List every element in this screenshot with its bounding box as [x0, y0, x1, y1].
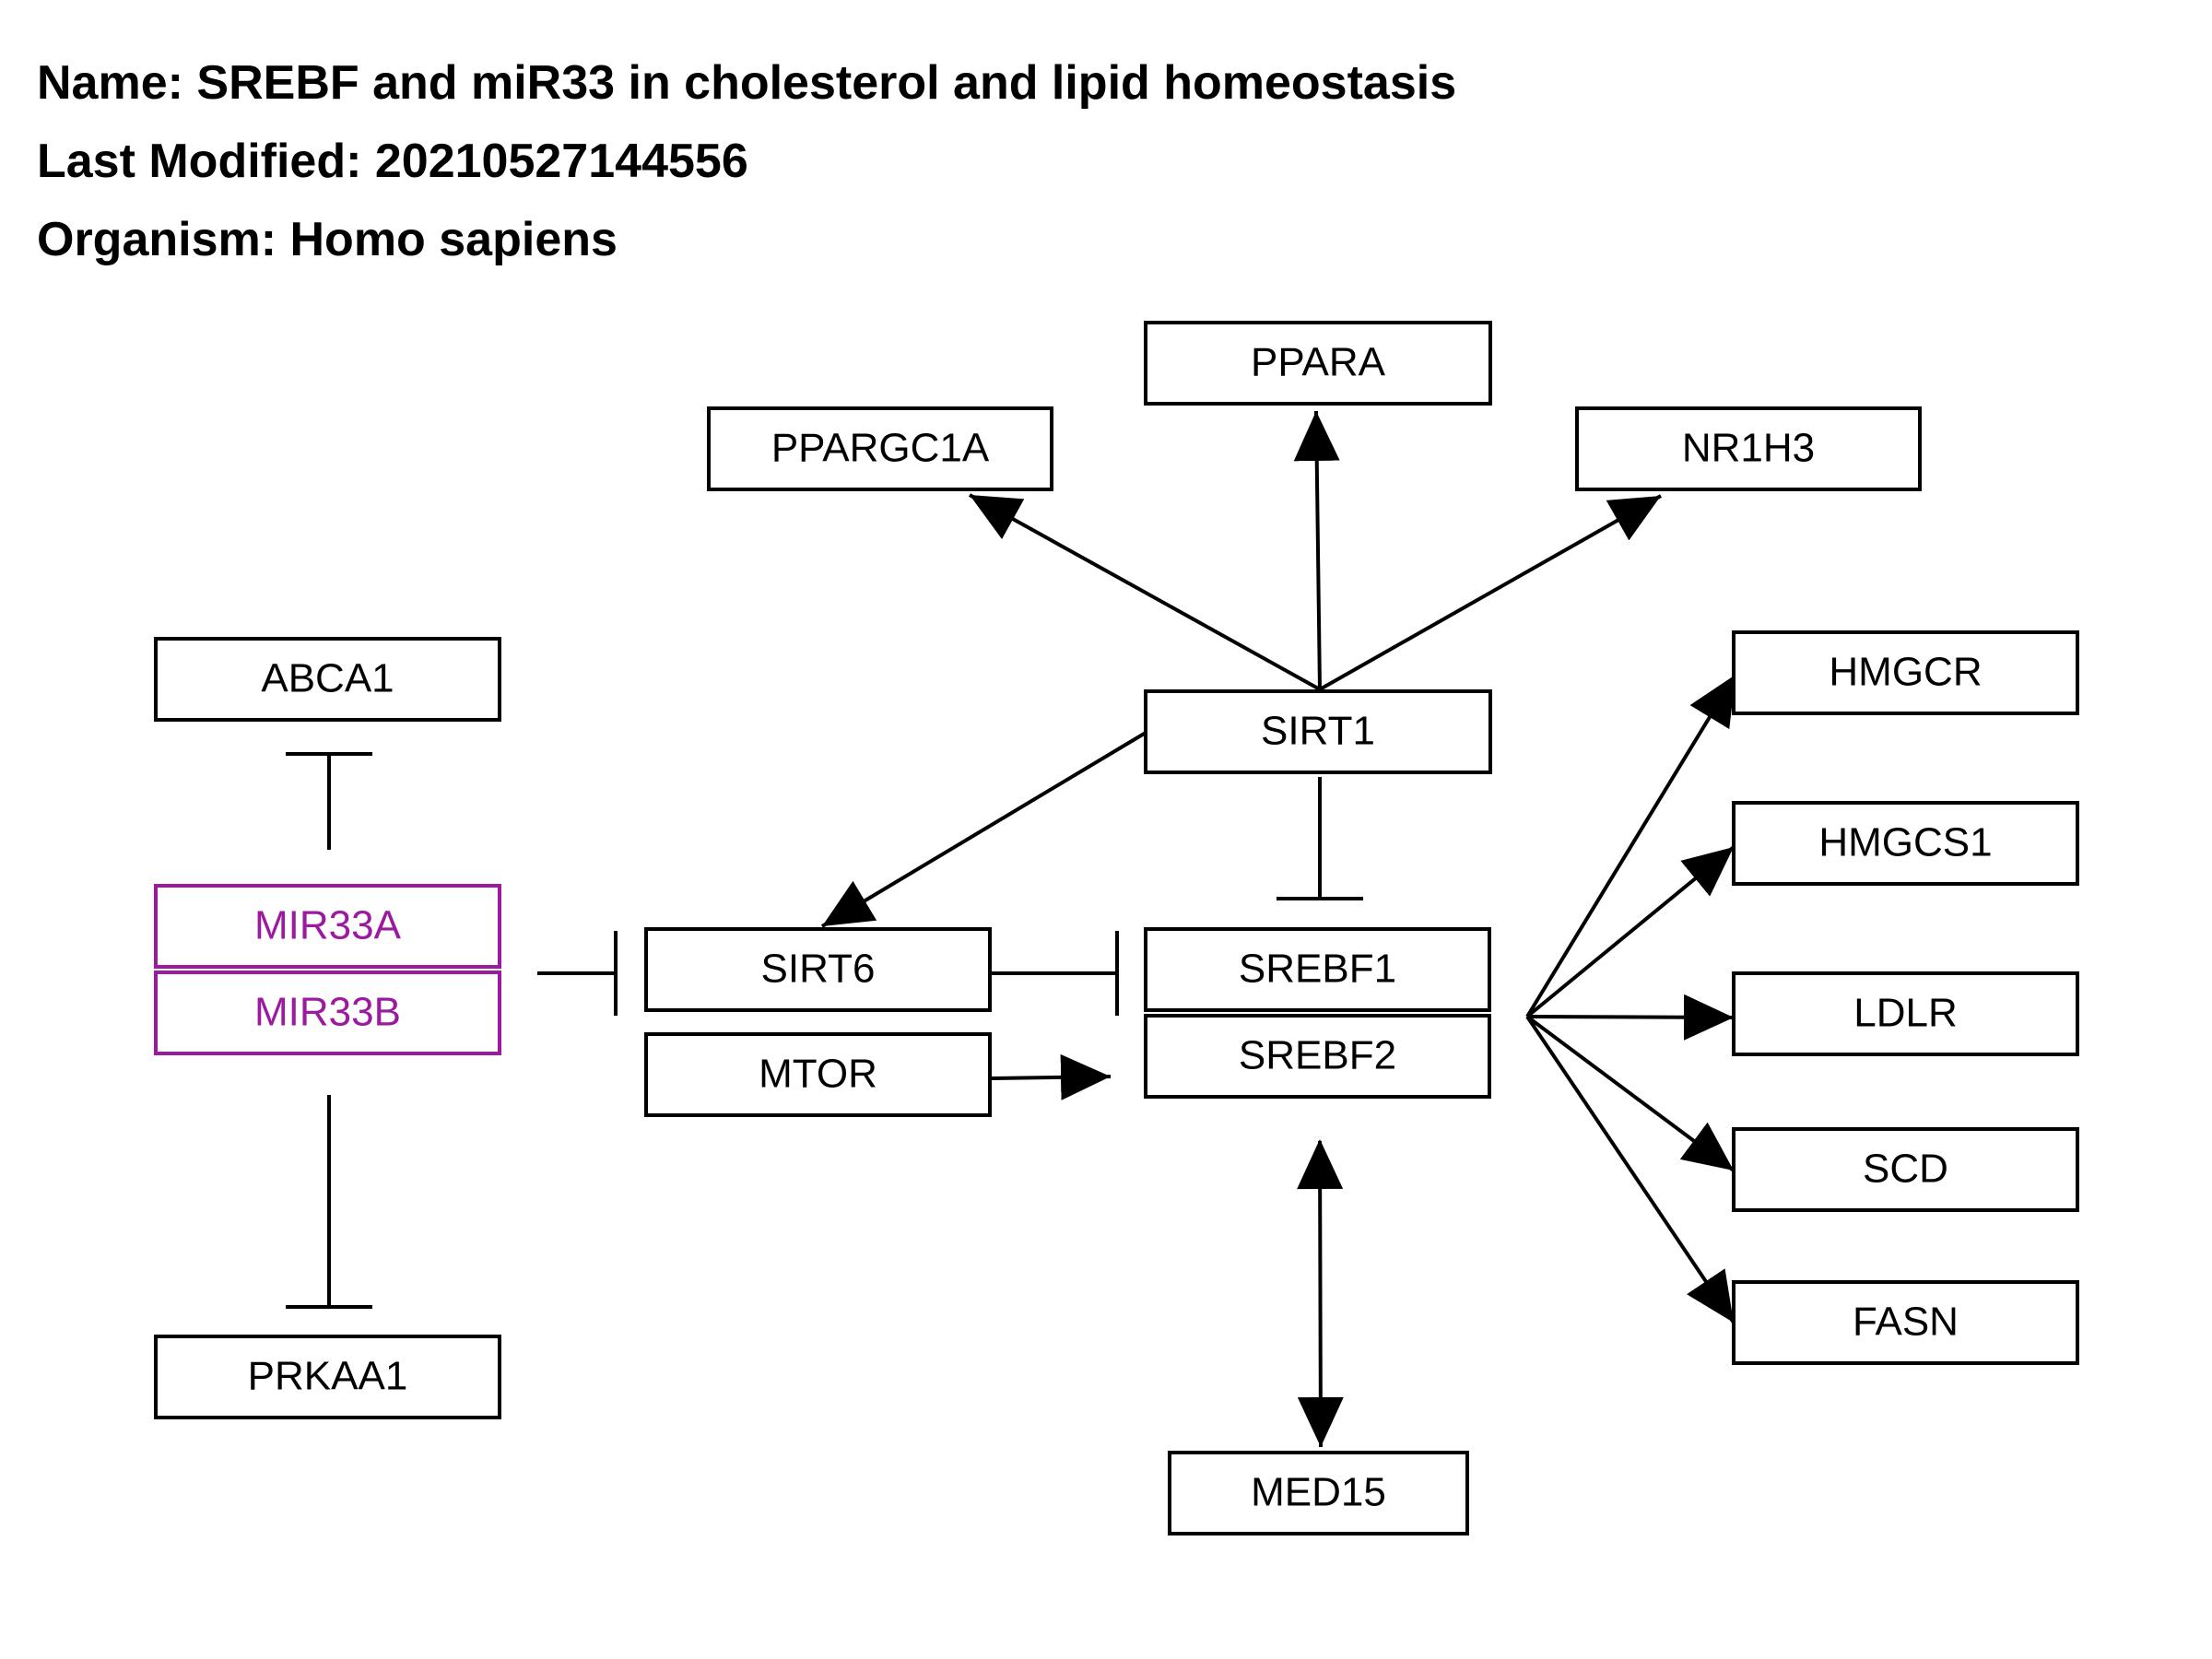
edge-mtor-srebf2: [991, 1053, 1112, 1100]
node-box-srebf2: [1144, 1014, 1491, 1099]
node-mir33a: MIR33A: [154, 884, 501, 969]
edge-srebf-scd: [1525, 1015, 1735, 1172]
edge-srebf-ldlr: [1526, 994, 1735, 1041]
node-abca1: ABCA1: [154, 637, 501, 722]
node-label-hmgcs1: HMGCS1: [1818, 820, 1992, 865]
organism: Organism: Homo sapiens: [37, 213, 618, 266]
node-box-ppara: [1144, 321, 1492, 406]
node-label-ppargc1a: PPARGC1A: [771, 426, 990, 471]
node-med15: MED15: [1168, 1451, 1469, 1535]
edge-srebf2-med15: [1297, 1139, 1344, 1448]
node-box-nr1h3: [1575, 406, 1922, 491]
pathway-name: Name: SREBF and miR33 in cholesterol and…: [37, 56, 1457, 110]
node-label-med15: MED15: [1251, 1470, 1386, 1515]
node-ppara: PPARA: [1144, 321, 1492, 406]
node-box-mir33a: [154, 884, 501, 969]
edge-srebf-fasn: [1525, 1015, 1735, 1324]
node-box-hmgcs1: [1732, 801, 2079, 886]
node-box-scd: [1732, 1127, 2079, 1212]
node-label-prkaa1: PRKAA1: [248, 1354, 408, 1399]
edge-srebf-hmgcr: [1525, 673, 1737, 1018]
edge-sirt6-srebf1-inhibit: [992, 931, 1119, 1016]
diagram-header: Name: SREBF and miR33 in cholesterol and…: [37, 44, 1456, 279]
node-label-mtor: MTOR: [759, 1052, 877, 1097]
node-mir33b: MIR33B: [154, 971, 501, 1055]
node-ppargc1a: PPARGC1A: [707, 406, 1053, 491]
node-label-ppara: PPARA: [1251, 340, 1386, 385]
node-box-hmgcr: [1732, 630, 2079, 715]
edge-sirt1-srebf1-inhibit: [1277, 777, 1363, 900]
node-hmgcs1: HMGCS1: [1732, 801, 2079, 886]
node-srebf1: SREBF1: [1144, 927, 1491, 1012]
edge-mir33-sirt6-inhibit: [537, 931, 618, 1016]
node-nr1h3: NR1H3: [1575, 406, 1922, 491]
edge-mir33-prkaa1-inhibit: [286, 1095, 372, 1309]
node-box-sirt1: [1144, 689, 1492, 774]
node-label-nr1h3: NR1H3: [1682, 426, 1815, 471]
node-fasn: FASN: [1732, 1280, 2079, 1365]
node-sirt1: SIRT1: [1144, 689, 1492, 774]
node-label-srebf1: SREBF1: [1239, 947, 1396, 992]
node-label-ldlr: LDLR: [1853, 991, 1958, 1036]
node-hmgcr: HMGCR: [1732, 630, 2079, 715]
node-ldlr: LDLR: [1732, 971, 2079, 1056]
node-label-mir33b: MIR33B: [254, 990, 401, 1035]
node-box-abca1: [154, 637, 501, 722]
edge-sirt1-sirt6: [820, 731, 1147, 928]
node-box-ppargc1a: [707, 406, 1053, 491]
node-prkaa1: PRKAA1: [154, 1335, 501, 1419]
node-scd: SCD: [1732, 1127, 2079, 1212]
node-label-abca1: ABCA1: [261, 656, 394, 701]
node-box-fasn: [1732, 1280, 2079, 1365]
node-sirt6: SIRT6: [644, 927, 992, 1012]
node-label-scd: SCD: [1863, 1147, 1948, 1192]
node-label-sirt1: SIRT1: [1261, 709, 1375, 754]
edge-sirt1-ppara: [1293, 410, 1340, 690]
node-label-mir33a: MIR33A: [254, 903, 402, 948]
edge-mir33-abca1-inhibit: [286, 752, 372, 850]
edge-sirt1-ppargc1a: [969, 493, 1321, 691]
node-mtor: MTOR: [644, 1032, 992, 1117]
edge-sirt1-nr1h3: [1319, 494, 1662, 691]
last-modified: Last Modified: 20210527144556: [37, 135, 748, 188]
edges-layer: [286, 410, 1737, 1448]
node-box-prkaa1: [154, 1335, 501, 1419]
node-box-mtor: [644, 1032, 992, 1117]
node-label-hmgcr: HMGCR: [1829, 650, 1982, 695]
node-label-sirt6: SIRT6: [761, 947, 876, 992]
node-box-srebf1: [1144, 927, 1491, 1012]
node-box-med15: [1168, 1451, 1469, 1535]
node-box-ldlr: [1732, 971, 2079, 1056]
node-box-sirt6: [644, 927, 992, 1012]
node-label-fasn: FASN: [1853, 1300, 1959, 1345]
node-label-srebf2: SREBF2: [1239, 1033, 1396, 1078]
edge-srebf-hmgcs1: [1525, 845, 1735, 1018]
node-srebf2: SREBF2: [1144, 1014, 1491, 1099]
node-box-mir33b: [154, 971, 501, 1055]
